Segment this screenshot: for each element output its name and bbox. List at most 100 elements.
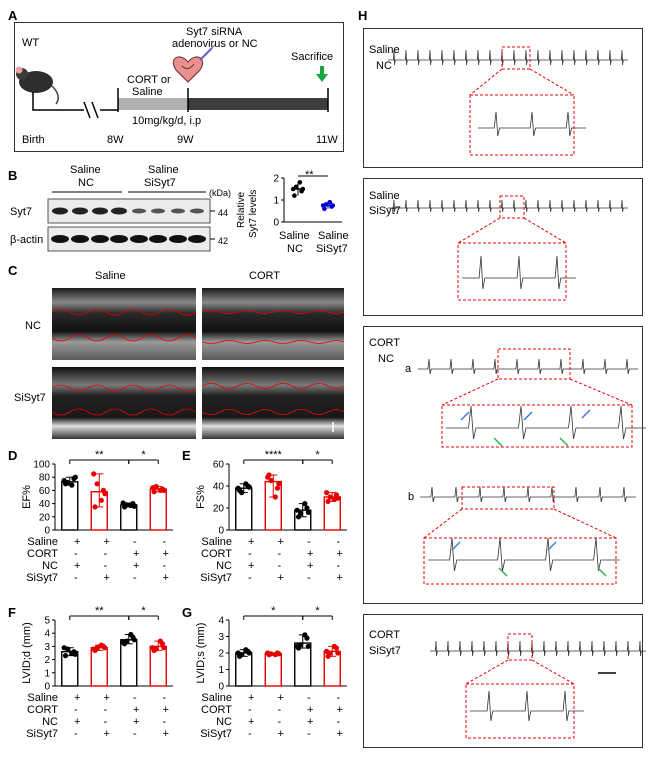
group-cell: - [133, 692, 137, 704]
group-row-label: NC [216, 716, 232, 728]
blot-row-actin: β-actin [10, 234, 44, 246]
group-row-label: NC [216, 560, 232, 572]
data-point [331, 643, 337, 650]
blot-size-42: 42 [218, 236, 229, 246]
group-cell: + [307, 704, 314, 716]
wt-label: WT [22, 37, 40, 49]
data-point [62, 653, 69, 659]
data-point [272, 494, 278, 500]
group-cell: + [336, 548, 343, 560]
echo-cort-sisyt7 [201, 367, 345, 439]
group-cell: + [133, 716, 140, 728]
cort-label-line2: Saline [132, 86, 163, 98]
sacrifice-label: Sacrifice [291, 51, 334, 63]
echo-row-nc: NC [25, 320, 41, 332]
group-cell: - [277, 704, 282, 716]
y-tick-label: 1 [218, 665, 224, 676]
group-cell: - [248, 704, 252, 716]
y-axis-label: FS% [195, 485, 207, 509]
timeline-9w: 9W [177, 134, 194, 146]
group-cell: - [162, 716, 167, 728]
green-arrow-icon [498, 567, 508, 577]
group-cell: + [248, 692, 255, 704]
echo-saline-nc [51, 288, 197, 360]
blot-size-44: 44 [218, 208, 229, 218]
group-cell: + [162, 704, 169, 716]
ecg2-zoom-line [523, 217, 567, 244]
group-cell: - [103, 704, 108, 716]
group-row-label: Saline [201, 536, 232, 548]
y-tick-label: 2 [218, 649, 224, 660]
ecg3a-zoom-line [441, 378, 499, 406]
data-point [72, 651, 78, 657]
y-tick-label: 0 [44, 682, 50, 693]
group-row-label: CORT [201, 548, 232, 560]
panel-a-frame [14, 22, 344, 152]
group-cell: + [162, 572, 169, 584]
group-row-label: CORT [201, 704, 232, 716]
y-tick-label: 1 [44, 668, 50, 679]
y-tick-label: 40 [213, 482, 225, 493]
data-point [292, 193, 297, 198]
y-axis-label: LVID;s (mm) [195, 623, 207, 684]
dose-label: 10mg/kg/d, i.p [132, 115, 202, 127]
panel-label-g: G [182, 605, 193, 620]
data-point [69, 482, 75, 488]
data-point [294, 643, 300, 650]
data-point [235, 650, 241, 656]
ecg3a-selector [497, 348, 571, 380]
group-cell: + [133, 548, 140, 560]
data-point [297, 180, 303, 185]
blot-row-syt7: Syt7 [10, 206, 33, 218]
group-cell: + [74, 692, 81, 704]
data-point [243, 647, 249, 653]
panel-label-d: D [8, 448, 18, 463]
y-tick-label: 100 [33, 460, 50, 471]
data-point [276, 481, 282, 487]
green-arrow-icon [493, 437, 503, 447]
ecg-trace-cort-nc-b [420, 486, 636, 503]
timeline-11w: 11W [316, 134, 338, 146]
data-point [304, 505, 310, 511]
ecg3a-zoom-trace [446, 405, 646, 440]
group-row-label: CORT [27, 704, 58, 716]
group-row-label: SiSyt7 [200, 728, 232, 740]
group-cell: + [277, 692, 284, 704]
blot-group1-line1: Saline [70, 164, 101, 176]
blot-group1-line2: NC [78, 177, 94, 189]
echo-col-cort: CORT [249, 270, 280, 282]
data-point [102, 645, 108, 651]
data-point [320, 203, 326, 208]
panel-b-x2-line1: Saline [318, 230, 349, 242]
data-point [72, 474, 78, 480]
echo-col-saline: Saline [95, 270, 126, 282]
sacrifice-arrow-icon [316, 66, 328, 82]
data-point [128, 631, 134, 638]
panel-label-h: H [358, 8, 368, 23]
group-cell: - [74, 728, 78, 740]
group-cell: + [162, 548, 169, 560]
data-point [305, 643, 311, 650]
data-point [161, 487, 167, 493]
group-row-label: NC [42, 560, 58, 572]
data-point [246, 650, 252, 656]
group-cell: - [133, 728, 137, 740]
y-tick-label: 40 [39, 499, 51, 510]
group-row-label: NC [42, 716, 58, 728]
ecg4-selector [507, 633, 533, 661]
blot-group2-line2: SiSyt7 [144, 177, 176, 189]
group-cell: + [277, 572, 284, 584]
ecg-box-saline-sisyt7 [363, 178, 643, 316]
panel-b-x1-line2: NC [287, 243, 303, 255]
ecg3a-zoom-box [441, 404, 633, 448]
data-point [151, 489, 157, 495]
blue-arrow-icon [460, 411, 470, 421]
group-cell: - [74, 704, 78, 716]
ecg3-trace-a-label: a [405, 363, 412, 375]
group-cell: - [162, 692, 167, 704]
